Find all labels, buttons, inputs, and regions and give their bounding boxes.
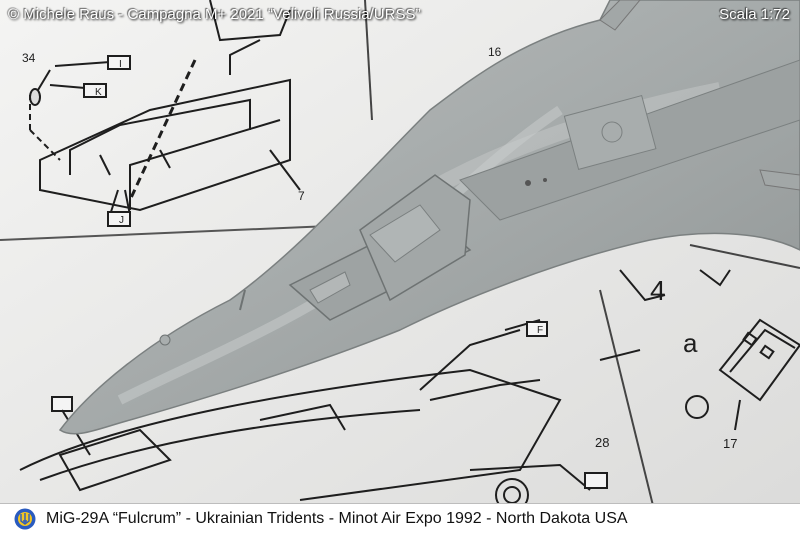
photo-credit: © Michele Raus - Campagna M+ 2021 “Veliv… xyxy=(8,6,421,23)
caption-bar: MiG-29A “Fulcrum” - Ukrainian Tridents -… xyxy=(0,503,800,534)
nose-probe xyxy=(159,334,171,346)
instruction-label: I xyxy=(119,59,122,70)
fuselage-drawing xyxy=(19,319,608,512)
sprue-frame xyxy=(599,0,641,31)
ukrainian-trident-roundel-icon xyxy=(14,508,36,530)
seat-part-drawing xyxy=(29,0,301,212)
instruction-label: J xyxy=(119,215,124,226)
sheet-edge-line xyxy=(364,0,373,121)
instruction-label: 4 xyxy=(650,275,666,306)
instruction-label: F xyxy=(537,325,543,336)
sheet-edge-line xyxy=(599,289,661,534)
model-hatch xyxy=(601,121,623,143)
sprue-frame xyxy=(759,169,800,191)
scale-label: Scala 1:72 xyxy=(719,6,790,23)
pin-part-drawing xyxy=(29,55,131,227)
instruction-label: 17 xyxy=(723,436,737,451)
model-avionics-block xyxy=(563,94,657,171)
model-hole xyxy=(525,180,531,186)
model-hole xyxy=(543,178,547,182)
instruction-label: 16 xyxy=(488,45,502,59)
sheet-edge-line xyxy=(689,244,800,269)
instruction-label: a xyxy=(683,328,698,358)
instruction-label: 7 xyxy=(298,189,305,203)
instruction-label: 28 xyxy=(595,435,609,450)
nose-antenna xyxy=(239,289,246,311)
instrument-panel xyxy=(309,271,351,304)
seat-cushion xyxy=(369,204,441,263)
sheet-edge-line xyxy=(0,225,331,241)
instruction-label: 34 xyxy=(22,51,36,65)
instruction-label: K xyxy=(95,87,102,98)
photo-caption: MiG-29A “Fulcrum” - Ukrainian Tridents -… xyxy=(46,510,628,527)
